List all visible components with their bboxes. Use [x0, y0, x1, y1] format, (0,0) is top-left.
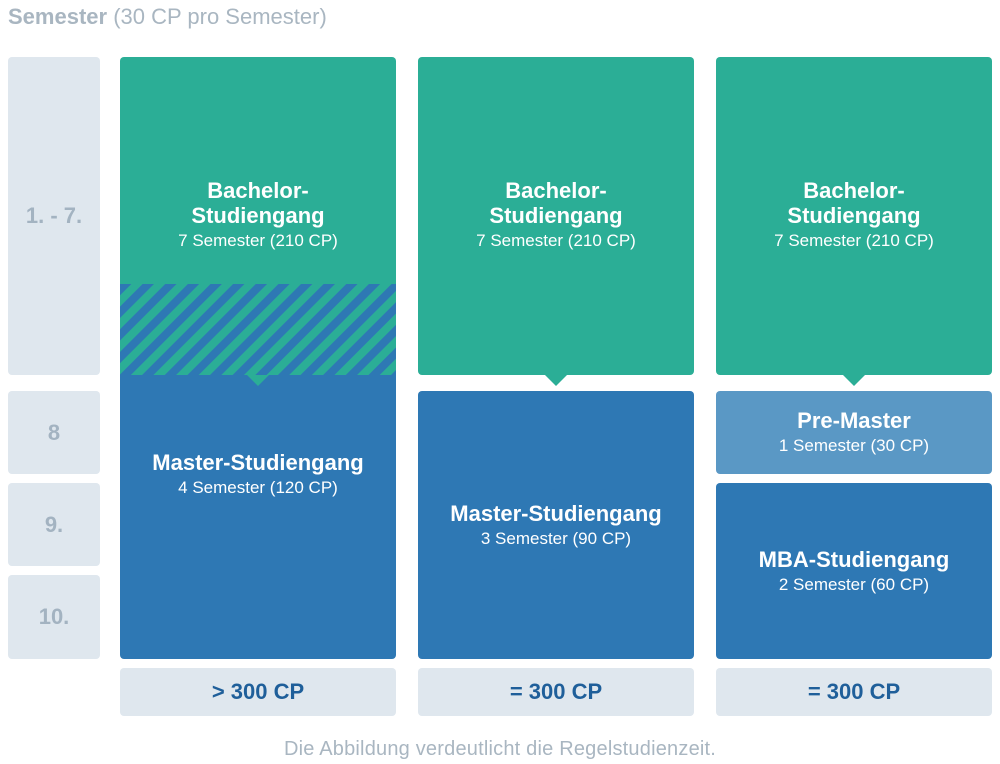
total-column-1: > 300 CP	[120, 668, 396, 716]
master-title: Master-Studiengang	[450, 500, 662, 526]
bachelor-subtitle: 7 Semester (210 CP)	[178, 231, 338, 250]
semester-label-10: 10.	[8, 575, 100, 659]
bachelor-notch-3	[843, 375, 865, 386]
total-column-3: = 300 CP	[716, 668, 992, 716]
bachelor-title-line2: Studiengang	[191, 203, 325, 228]
mba-subtitle: 2 Semester (60 CP)	[778, 574, 930, 594]
master-block-2: Master-Studiengang 3 Semester (90 CP)	[418, 391, 694, 659]
master-block-1: Master-Studiengang 4 Semester (120 CP)	[120, 450, 396, 499]
bachelor-title-line1: Bachelor-	[207, 178, 309, 203]
bachelor-block-2: Bachelor- Studiengang 7 Semester (210 CP…	[418, 57, 694, 375]
bachelor-title-line2: Studiengang	[787, 203, 921, 228]
premaster-subtitle: 1 Semester (30 CP)	[778, 436, 930, 455]
caption: Die Abbildung verdeutlicht die Regelstud…	[283, 738, 717, 760]
master-subtitle: 4 Semester (120 CP)	[178, 478, 338, 497]
premaster-block: Pre-Master 1 Semester (30 CP)	[716, 391, 992, 474]
mba-block: MBA-Studiengang 2 Semester (60 CP)	[716, 483, 992, 659]
master-subtitle: 3 Semester (90 CP)	[480, 528, 632, 548]
bachelor-notch-2	[545, 375, 567, 386]
semester-label-1-7: 1. - 7.	[8, 57, 100, 375]
bachelor-block-1: Bachelor- Studiengang 7 Semester (210 CP…	[120, 178, 396, 252]
semester-label-9: 9.	[8, 483, 100, 566]
diagram-heading: Semester (30 CP pro Semester)	[8, 4, 327, 30]
master-title: Master-Studiengang	[152, 450, 364, 475]
total-column-2: = 300 CP	[418, 668, 694, 716]
overlap-stripes	[120, 284, 396, 375]
bachelor-block-3: Bachelor- Studiengang 7 Semester (210 CP…	[716, 57, 992, 375]
bachelor-title-line2: Studiengang	[489, 203, 623, 228]
semester-label-8: 8	[8, 391, 100, 474]
bachelor-title-line1: Bachelor-	[803, 178, 905, 203]
premaster-title: Pre-Master	[797, 408, 911, 433]
heading-bold: Semester	[8, 4, 108, 29]
mba-title: MBA-Studiengang	[758, 546, 950, 572]
column-1: Bachelor- Studiengang 7 Semester (210 CP…	[120, 57, 396, 659]
bachelor-title-line1: Bachelor-	[505, 178, 607, 203]
bachelor-subtitle: 7 Semester (210 CP)	[774, 231, 934, 250]
heading-light: (30 CP pro Semester)	[113, 4, 327, 29]
bachelor-subtitle: 7 Semester (210 CP)	[476, 231, 636, 250]
overlap-notch	[247, 375, 269, 386]
